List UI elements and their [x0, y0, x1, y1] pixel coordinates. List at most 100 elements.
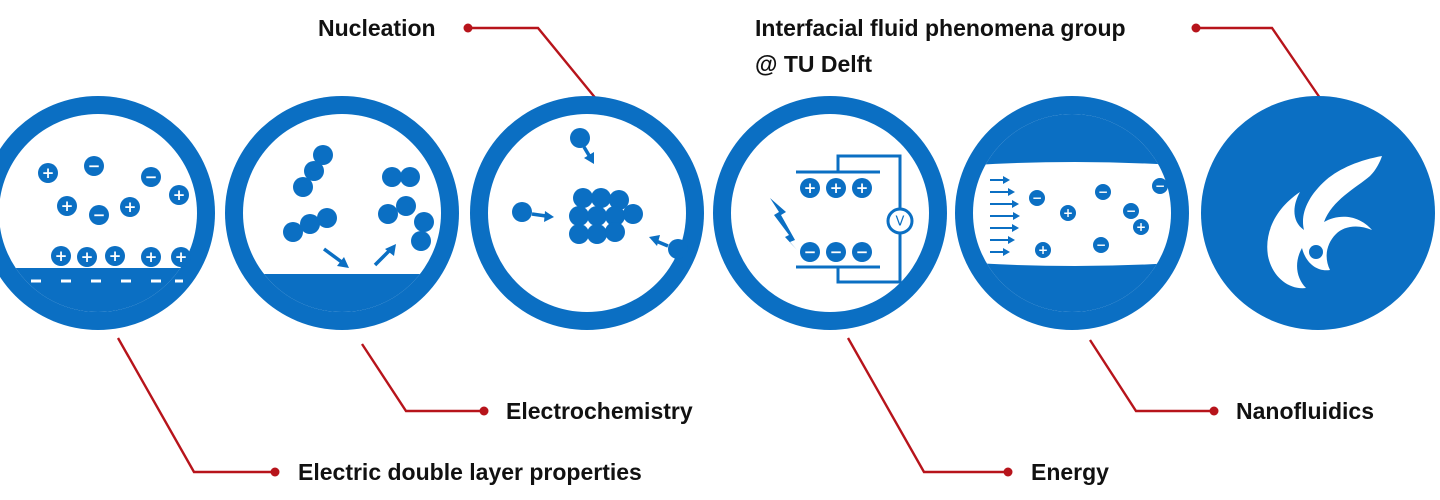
flame-icon [1267, 156, 1382, 289]
ions: − + − − + − + − [1029, 178, 1168, 258]
svg-text:+: + [81, 248, 94, 266]
minus-ion: − [826, 242, 846, 262]
plus-ion: + [120, 197, 140, 217]
plus-ion: + [77, 247, 97, 267]
nucleus-cluster [569, 188, 643, 244]
plus-ion: + [51, 246, 71, 266]
plus-ion: + [1060, 205, 1076, 221]
circle-inner [731, 114, 929, 312]
ions: + + + − − − [800, 178, 872, 262]
minus-ion: − [800, 242, 820, 262]
svg-text:−: − [856, 243, 869, 261]
label-group-line1: Interfacial fluid phenomena group [755, 15, 1126, 41]
icon-electrochemistry [225, 96, 459, 330]
minus-ion: − [1152, 178, 1168, 194]
icon-group-logo [1201, 96, 1435, 330]
minus-ion: − [1093, 237, 1109, 253]
flow-profile-arrows [990, 179, 1015, 253]
arrow-icon [373, 247, 393, 267]
minus-ion: − [141, 167, 161, 187]
svg-text:+: + [109, 247, 122, 265]
leader-line-nanofluidics [1088, 339, 1214, 413]
svg-text:−: − [93, 206, 106, 224]
lightning-icon [770, 198, 797, 250]
svg-text:+: + [830, 179, 843, 197]
plus-ion: + [169, 185, 189, 205]
label-group-line2: @ TU Delft [755, 51, 872, 77]
svg-text:−: − [1098, 185, 1108, 199]
svg-text:+: + [1063, 206, 1073, 220]
minus-ion: − [89, 205, 109, 225]
minus-ion: − [1095, 184, 1111, 200]
plus-ion: + [1133, 219, 1149, 235]
svg-text:−: − [804, 243, 817, 261]
plus-ion: + [826, 178, 846, 198]
flame-inner-cutout [1309, 245, 1323, 259]
svg-text:−: − [830, 243, 843, 261]
leader-dot-energy [1003, 467, 1013, 477]
svg-text:−: − [1032, 191, 1042, 205]
svg-text:+: + [124, 198, 137, 216]
svg-text:−: − [1096, 238, 1106, 252]
circle-inner [243, 114, 441, 312]
minus-ion: − [852, 242, 872, 262]
leader-dots [270, 23, 1219, 477]
leader-dot-electrochemistry [479, 406, 489, 416]
minus-ion: − [1123, 203, 1139, 219]
flow-arrow-heads [1003, 176, 1020, 256]
icon-energy: V + + + − − − [713, 96, 947, 330]
label-energy: Energy [1031, 459, 1109, 485]
reaction-arrows [322, 247, 393, 267]
minus-ion: − [1029, 190, 1045, 206]
svg-text:+: + [175, 248, 188, 266]
svg-text:+: + [1136, 220, 1146, 234]
plus-ion: + [852, 178, 872, 198]
plus-ion: + [141, 247, 161, 267]
svg-text:V: V [896, 215, 905, 230]
label-nucleation: Nucleation [318, 15, 436, 41]
leader-dot-nanofluidics [1209, 406, 1219, 416]
svg-text:+: + [145, 248, 158, 266]
arrow-icon [531, 212, 547, 218]
svg-text:+: + [61, 197, 74, 215]
arrow-head-icon [385, 244, 396, 256]
leader-line-group [1196, 26, 1321, 99]
leader-line-electric-double-layer [116, 337, 275, 474]
arrow-head-icon [544, 211, 554, 222]
plus-ion: + [171, 247, 191, 267]
voltmeter-icon: V [886, 207, 914, 235]
ions: + − − + + − + + + + + + [38, 156, 191, 267]
svg-text:−: − [145, 168, 158, 186]
svg-text:+: + [55, 247, 68, 265]
svg-text:+: + [42, 164, 55, 182]
leader-dot-electric-double-layer [270, 467, 280, 477]
label-electrochemistry: Electrochemistry [506, 398, 693, 424]
svg-text:−: − [1155, 179, 1165, 193]
incoming-particles [512, 128, 688, 259]
svg-text:+: + [856, 179, 869, 197]
arrow-head-icon [584, 152, 594, 164]
svg-text:−: − [1126, 204, 1136, 218]
plus-ion: + [105, 246, 125, 266]
svg-text:+: + [1038, 243, 1048, 257]
plus-ion: + [800, 178, 820, 198]
minus-ion: − [84, 156, 104, 176]
arrow-head-icon [337, 257, 349, 268]
svg-text:+: + [804, 179, 817, 197]
label-nanofluidics: Nanofluidics [1236, 398, 1374, 424]
plus-ion: + [1035, 242, 1051, 258]
leader-line-nucleation [468, 26, 598, 101]
leader-line-electrochemistry [360, 343, 484, 413]
capacitor-circuit [796, 154, 902, 284]
plus-ion: + [38, 163, 58, 183]
icon-nanofluidics: − + − − + − + − [955, 96, 1189, 330]
icon-electric-double-layer: + − − + + − + + + + + + [0, 96, 215, 330]
icon-nucleation [470, 96, 704, 330]
arrow-head-icon [649, 235, 660, 246]
svg-text:−: − [88, 157, 101, 175]
label-electric-double-layer: Electric double layer properties [298, 459, 642, 485]
molecules [283, 145, 434, 251]
leader-line-energy [846, 337, 1008, 474]
leader-dot-group [1191, 23, 1201, 33]
